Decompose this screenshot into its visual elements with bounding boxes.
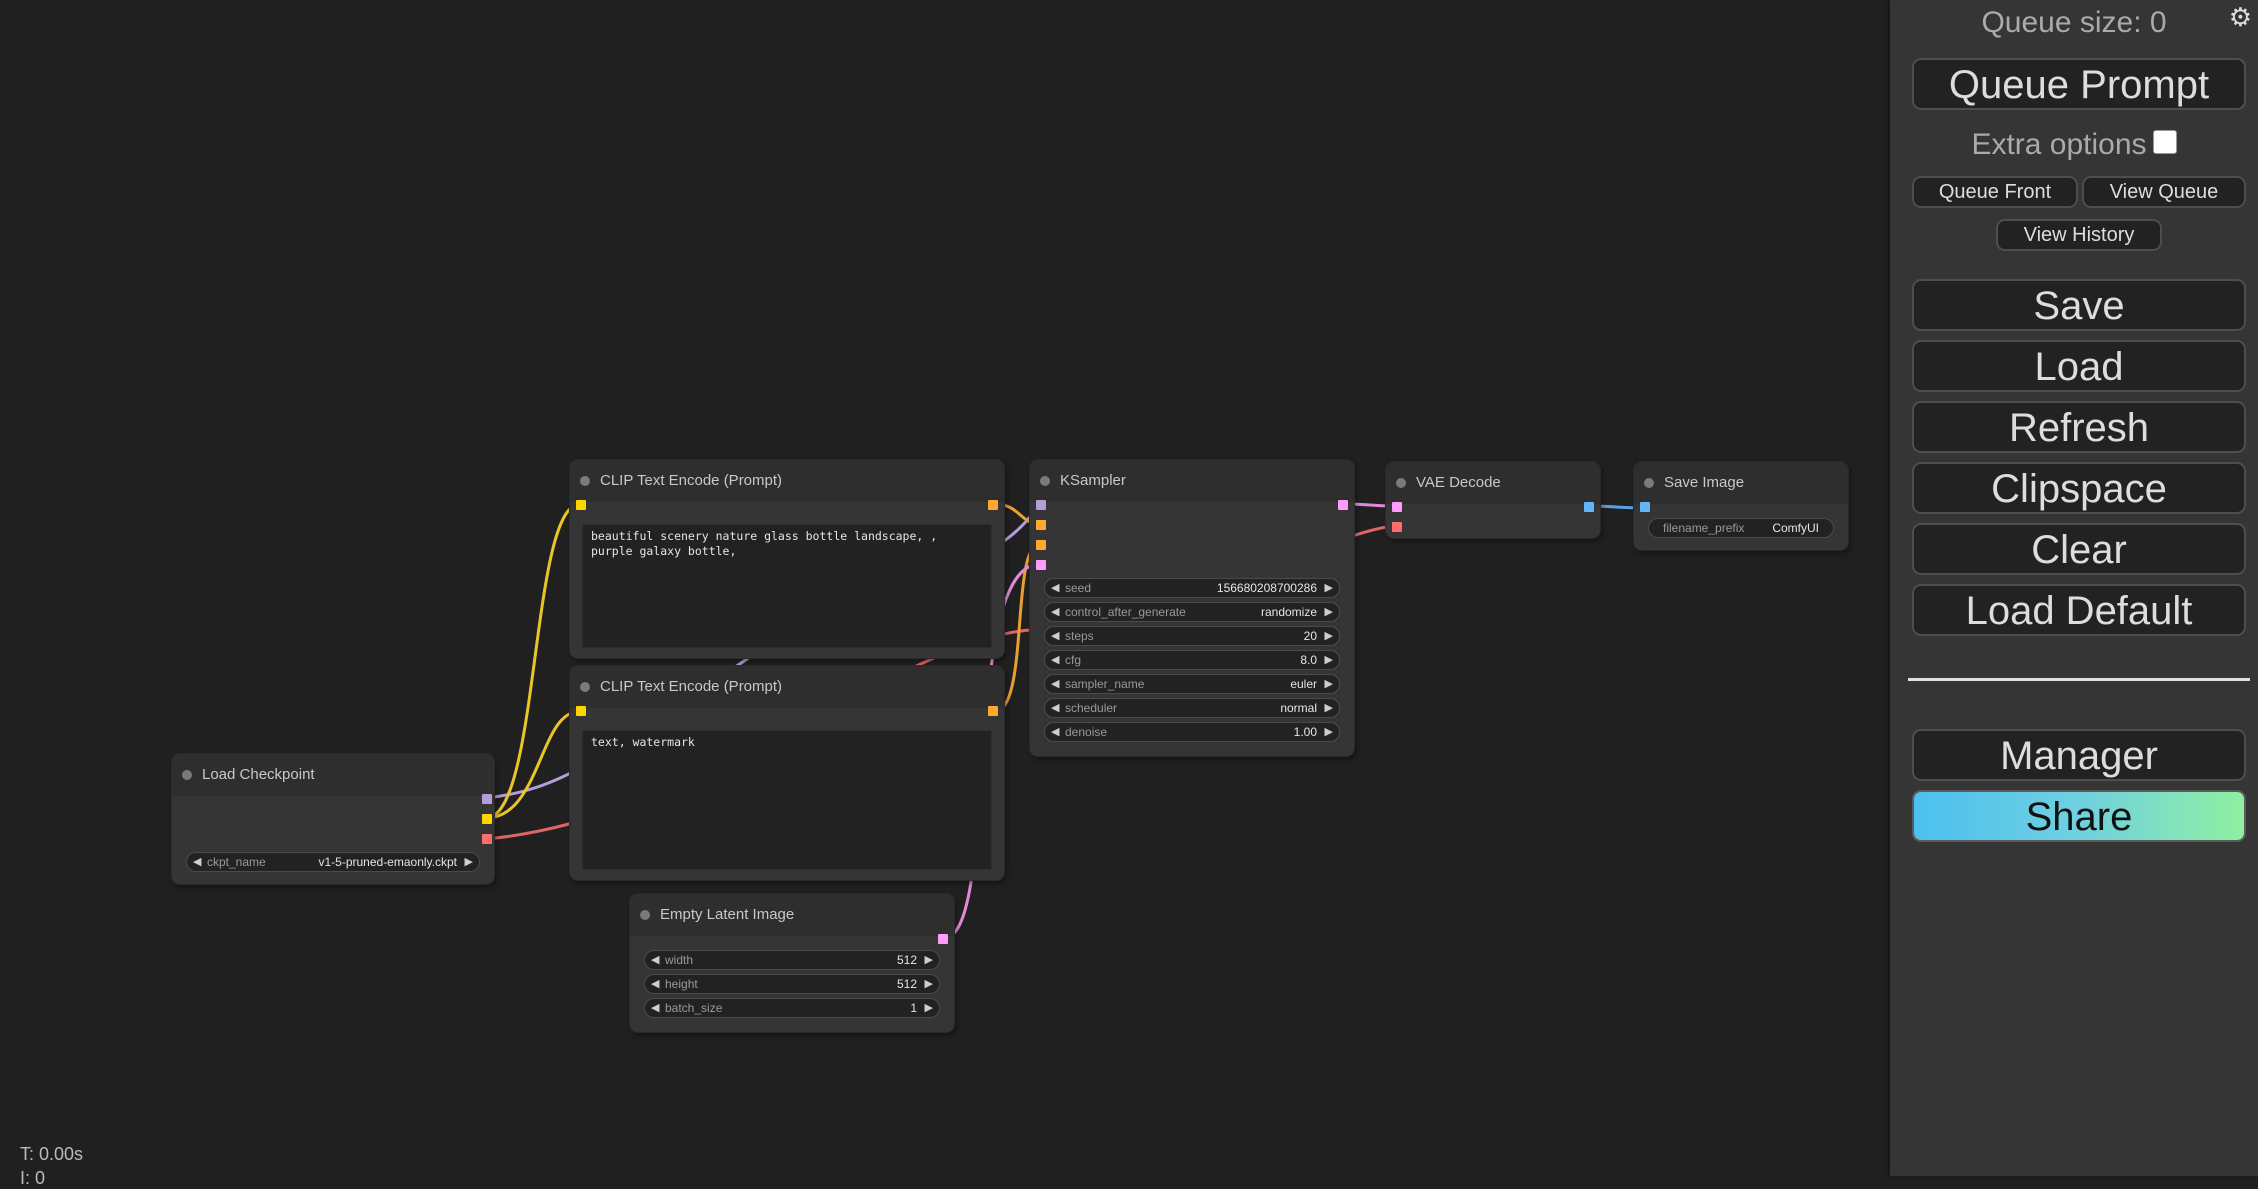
node-title[interactable]: Save Image	[1634, 462, 1848, 504]
info-readout: I: 0	[20, 1168, 46, 1188]
latent-output-slot[interactable]	[938, 934, 948, 944]
clip-text-encode-positive-node[interactable]: CLIP Text Encode (Prompt) beautiful scen…	[570, 460, 1004, 658]
increment-arrow-icon[interactable]: ▶	[1324, 702, 1333, 714]
collapse-dot[interactable]	[1040, 476, 1050, 486]
node-title[interactable]: VAE Decode	[1386, 462, 1600, 504]
load-checkpoint-node[interactable]: Load Checkpoint ◀ ckpt_name v1-5-pruned-…	[172, 754, 494, 884]
graph-canvas[interactable]: Load Checkpoint ◀ ckpt_name v1-5-pruned-…	[0, 0, 1890, 1188]
clear-button[interactable]: Clear	[1912, 523, 2246, 575]
extra-options-checkbox[interactable]	[2152, 130, 2177, 155]
image-output-slot[interactable]	[1584, 502, 1594, 512]
increment-arrow-icon[interactable]: ▶	[924, 978, 933, 990]
increment-arrow-icon[interactable]: ▶	[1324, 654, 1333, 666]
view-history-button[interactable]: View History	[1996, 219, 2162, 251]
increment-arrow-icon[interactable]: ▶	[1324, 606, 1333, 618]
seed-widget[interactable]: ◀ seed 156680208700286 ▶	[1044, 578, 1340, 598]
menu-divider	[1908, 678, 2250, 681]
collapse-dot[interactable]	[1396, 478, 1406, 488]
vae-input-slot[interactable]	[1392, 522, 1402, 532]
node-title[interactable]: KSampler	[1030, 460, 1354, 502]
increment-arrow-icon[interactable]: ▶	[1324, 582, 1333, 594]
increment-arrow-icon[interactable]: ▶	[1324, 678, 1333, 690]
extra-options-label: Extra options	[1971, 128, 2147, 161]
sampler-name-widget[interactable]: ◀ sampler_name euler ▶	[1044, 674, 1340, 694]
model-input-slot[interactable]	[1036, 500, 1046, 510]
vae-decode-node[interactable]: VAE Decode	[1386, 462, 1600, 538]
node-title[interactable]: Load Checkpoint	[172, 754, 494, 796]
control-after-generate-widget[interactable]: ◀ control_after_generate randomize ▶	[1044, 602, 1340, 622]
decrement-arrow-icon[interactable]: ◀	[1051, 702, 1060, 714]
ksampler-node[interactable]: KSampler ◀ seed 156680208700286 ▶ ◀ cont…	[1030, 460, 1354, 756]
clip-link-positive	[485, 502, 581, 820]
side-menu: ⚙ Queue size: 0 Queue Prompt Extra optio…	[1890, 0, 2258, 1176]
collapse-dot[interactable]	[580, 476, 590, 486]
extra-options-row: Extra options	[1890, 128, 2258, 162]
node-title[interactable]: CLIP Text Encode (Prompt)	[570, 460, 1004, 502]
collapse-dot[interactable]	[640, 910, 650, 920]
queue-size-label: Queue size: 0	[1981, 6, 2167, 39]
view-queue-button[interactable]: View Queue	[2082, 176, 2246, 208]
latent-input-slot[interactable]	[1036, 560, 1046, 570]
queue-front-button[interactable]: Queue Front	[1912, 176, 2078, 208]
load-default-button[interactable]: Load Default	[1912, 584, 2246, 636]
vae-output-slot[interactable]	[482, 834, 492, 844]
prompt-textarea[interactable]: beautiful scenery nature glass bottle la…	[582, 524, 992, 648]
conditioning-output-slot[interactable]	[988, 706, 998, 716]
empty-latent-image-node[interactable]: Empty Latent Image ◀ width 512 ▶ ◀ heigh…	[630, 894, 954, 1032]
conditioning-output-slot[interactable]	[988, 500, 998, 510]
decrement-arrow-icon[interactable]: ◀	[1051, 654, 1060, 666]
clip-text-encode-negative-node[interactable]: CLIP Text Encode (Prompt) text, watermar…	[570, 666, 1004, 880]
manager-button[interactable]: Manager	[1912, 729, 2246, 781]
latent-output-slot[interactable]	[1338, 500, 1348, 510]
collapse-dot[interactable]	[580, 682, 590, 692]
save-button[interactable]: Save	[1912, 279, 2246, 331]
decrement-arrow-icon[interactable]: ◀	[651, 1002, 660, 1014]
decrement-arrow-icon[interactable]: ◀	[193, 856, 202, 868]
height-widget[interactable]: ◀ height 512 ▶	[644, 974, 940, 994]
steps-widget[interactable]: ◀ steps 20 ▶	[1044, 626, 1340, 646]
filename-prefix-input[interactable]: filename_prefix ComfyUI	[1648, 518, 1834, 538]
gear-icon[interactable]: ⚙	[2228, 2, 2252, 32]
load-button[interactable]: Load	[1912, 340, 2246, 392]
timing-readout: T: 0.00s	[20, 1144, 84, 1164]
negative-input-slot[interactable]	[1036, 540, 1046, 550]
increment-arrow-icon[interactable]: ▶	[924, 1002, 933, 1014]
increment-arrow-icon[interactable]: ▶	[924, 954, 933, 966]
increment-arrow-icon[interactable]: ▶	[464, 856, 473, 868]
clipspace-button[interactable]: Clipspace	[1912, 462, 2246, 514]
save-image-node[interactable]: Save Image filename_prefix ComfyUI	[1634, 462, 1848, 550]
node-title[interactable]: CLIP Text Encode (Prompt)	[570, 666, 1004, 708]
denoise-widget[interactable]: ◀ denoise 1.00 ▶	[1044, 722, 1340, 742]
collapse-dot[interactable]	[1644, 478, 1654, 488]
share-button[interactable]: Share	[1912, 790, 2246, 842]
positive-input-slot[interactable]	[1036, 520, 1046, 530]
decrement-arrow-icon[interactable]: ◀	[1051, 606, 1060, 618]
refresh-button[interactable]: Refresh	[1912, 401, 2246, 453]
model-output-slot[interactable]	[482, 794, 492, 804]
increment-arrow-icon[interactable]: ▶	[1324, 726, 1333, 738]
clip-input-slot[interactable]	[576, 500, 586, 510]
cfg-widget[interactable]: ◀ cfg 8.0 ▶	[1044, 650, 1340, 670]
decrement-arrow-icon[interactable]: ◀	[651, 954, 660, 966]
queue-prompt-button[interactable]: Queue Prompt	[1912, 58, 2246, 110]
scheduler-widget[interactable]: ◀ scheduler normal ▶	[1044, 698, 1340, 718]
clip-link-negative	[485, 710, 579, 820]
decrement-arrow-icon[interactable]: ◀	[1051, 726, 1060, 738]
node-title[interactable]: Empty Latent Image	[630, 894, 954, 936]
width-widget[interactable]: ◀ width 512 ▶	[644, 950, 940, 970]
samples-input-slot[interactable]	[1392, 502, 1402, 512]
decrement-arrow-icon[interactable]: ◀	[1051, 678, 1060, 690]
decrement-arrow-icon[interactable]: ◀	[1051, 582, 1060, 594]
batch-size-widget[interactable]: ◀ batch_size 1 ▶	[644, 998, 940, 1018]
decrement-arrow-icon[interactable]: ◀	[651, 978, 660, 990]
clip-input-slot[interactable]	[576, 706, 586, 716]
clip-output-slot[interactable]	[482, 814, 492, 824]
collapse-dot[interactable]	[182, 770, 192, 780]
increment-arrow-icon[interactable]: ▶	[1324, 630, 1333, 642]
prompt-textarea[interactable]: text, watermark	[582, 730, 992, 870]
decrement-arrow-icon[interactable]: ◀	[1051, 630, 1060, 642]
images-input-slot[interactable]	[1640, 502, 1650, 512]
ckpt-name-combo[interactable]: ◀ ckpt_name v1-5-pruned-emaonly.ckpt ▶	[186, 852, 480, 872]
